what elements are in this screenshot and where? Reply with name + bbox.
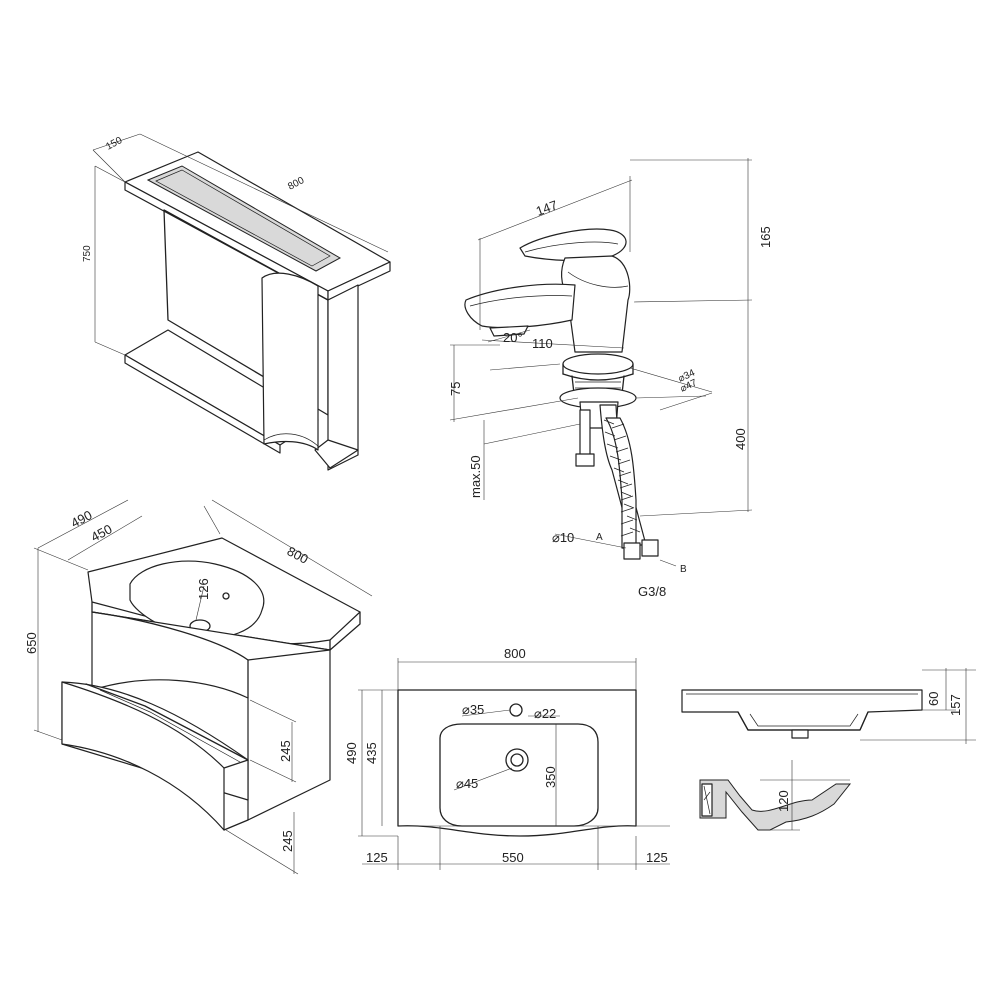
mixer-max-thickness-label: max.50 (468, 455, 483, 498)
basin-drain-label: ⌀45 (456, 776, 478, 791)
mixer-inlet-a-label: A (596, 532, 603, 543)
basin-tap-hole-label: ⌀35 (462, 702, 484, 717)
vanity-height-label: 650 (24, 632, 39, 654)
vanity-drawer-lower-label: 245 (280, 830, 295, 852)
basin-depth-inner-label: 435 (364, 742, 379, 764)
basin-section-view: 120 (699, 760, 852, 831)
basin-side-view: 60 157 (681, 668, 976, 744)
vanity-drawer-upper-label: 245 (278, 740, 293, 762)
basin-rim-label: 60 (926, 692, 941, 706)
mixer-inlet-b-label: B (680, 564, 687, 575)
basin-margin-left-label: 125 (366, 850, 388, 865)
mixer-reach-label: 147 (534, 197, 560, 219)
mixer-hose-diameter-label: ⌀10 (552, 530, 574, 545)
mixer-hose-length-label: 400 (733, 428, 748, 450)
basin-section-bowl-label: 120 (776, 790, 791, 812)
mixer-spout-reach-label: 110 (532, 336, 553, 351)
vanity-depth-total-label: 490 (68, 507, 94, 530)
mirror-cabinet-view: 150 800 750 (82, 133, 391, 471)
mixer-tap-view: 165 147 20° 110 ⌀34 ⌀47 75 max.50 400 ⌀1… (448, 158, 773, 599)
vanity-unit-view: 126 490 450 800 650 245 245 (24, 499, 373, 875)
vanity-depth-basin-label: 450 (88, 521, 114, 544)
mixer-spout-height-label: 75 (448, 382, 463, 396)
vanity-bowl-depth-label: 126 (196, 578, 211, 600)
basin-overflow-label: ⌀22 (534, 706, 556, 721)
vanity-width-label: 800 (285, 543, 311, 566)
basin-margin-right-label: 125 (646, 850, 668, 865)
basin-depth-total-label: 490 (344, 742, 359, 764)
mixer-height-label: 165 (758, 226, 773, 248)
basin-plan-width-label: 800 (504, 646, 526, 661)
basin-height-label: 157 (948, 694, 963, 716)
basin-bowl-depth-label: 350 (543, 766, 558, 788)
cabinet-width-label: 800 (286, 175, 306, 193)
basin-bowl-width-label: 550 (502, 850, 524, 865)
cabinet-height-label: 750 (82, 245, 93, 262)
cabinet-depth-label: 150 (104, 135, 124, 153)
mixer-angle-label: 20° (503, 330, 523, 345)
mixer-thread-label: G3/8 (638, 584, 666, 599)
basin-plan-view: 800 ⌀35 ⌀22 ⌀45 490 435 350 125 550 125 (344, 646, 670, 870)
